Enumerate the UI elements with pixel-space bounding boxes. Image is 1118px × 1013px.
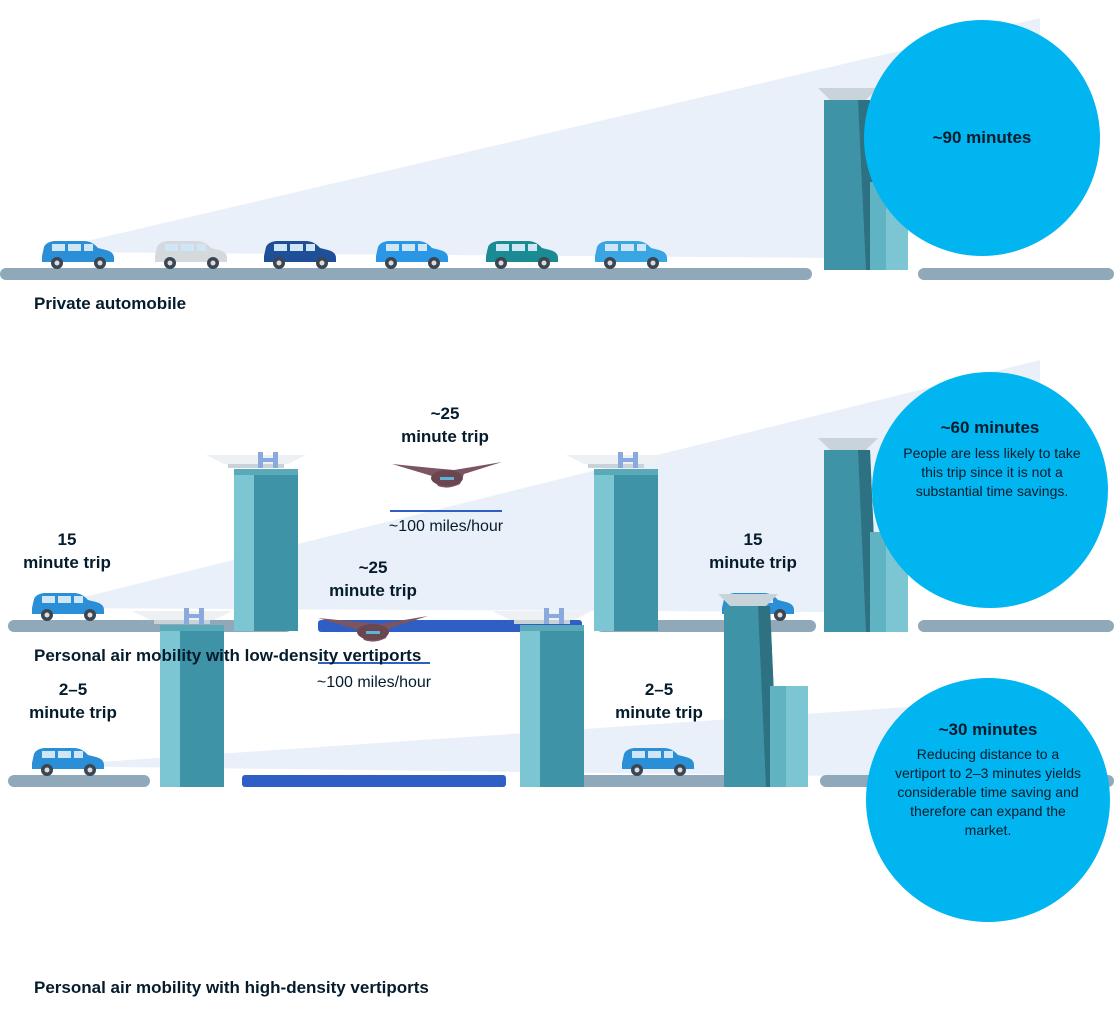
row2-road-3 bbox=[918, 620, 1114, 632]
row2-last-leg: 15 minute trip bbox=[688, 528, 818, 574]
flight-time-line: ~25 bbox=[358, 558, 388, 577]
row3-bubble-note: Reducing distance to a vertiport to 2–3 … bbox=[895, 746, 1081, 838]
row3-bubble-title: ~30 minutes bbox=[938, 720, 1038, 739]
skyscraper-icon bbox=[718, 594, 808, 787]
row3-speed: ~100 miles/hour bbox=[316, 674, 432, 691]
row2-label: Personal air mobility with low-density v… bbox=[34, 646, 422, 665]
flight-time-line: minute trip bbox=[329, 581, 417, 600]
flight-time-line: ~25 bbox=[430, 404, 460, 423]
row3-flight-time: ~25 minute trip bbox=[308, 556, 438, 602]
flight-time-line: minute trip bbox=[401, 427, 489, 446]
row2-flight-time: ~25 minute trip bbox=[380, 402, 510, 448]
row2-first-leg: 15 minute trip bbox=[2, 528, 132, 574]
row1-road-right bbox=[918, 268, 1114, 280]
evtol-aircraft-icon bbox=[392, 462, 502, 488]
row3-road-1 bbox=[8, 775, 150, 787]
first-leg-line: 15 bbox=[57, 530, 77, 549]
row3-last-leg: 2–5 minute trip bbox=[594, 678, 724, 724]
row3-air-route bbox=[242, 775, 506, 787]
last-leg-line: 15 bbox=[743, 530, 763, 549]
row3-time-bubble bbox=[866, 678, 1110, 922]
last-leg-line: minute trip bbox=[615, 703, 703, 722]
row2-bubble-title: ~60 minutes bbox=[940, 418, 1040, 437]
row2-bubble-note: People are less likely to take this trip… bbox=[903, 445, 1081, 499]
first-leg-line: minute trip bbox=[29, 703, 117, 722]
row2-time-bubble bbox=[872, 372, 1108, 608]
first-leg-line: 2–5 bbox=[58, 680, 88, 699]
last-leg-line: minute trip bbox=[709, 553, 797, 572]
row2-speed: ~100 miles/hour bbox=[388, 518, 504, 535]
first-leg-line: minute trip bbox=[23, 553, 111, 572]
row3-first-leg: 2–5 minute trip bbox=[8, 678, 138, 724]
row3-label: Personal air mobility with high-density … bbox=[34, 978, 429, 997]
car-icon bbox=[32, 748, 104, 776]
row1-label: Private automobile bbox=[34, 294, 187, 313]
row1-cone bbox=[40, 18, 1040, 258]
row1-road-left bbox=[0, 268, 812, 280]
last-leg-line: 2–5 bbox=[644, 680, 674, 699]
row1-bubble-title: ~90 minutes bbox=[932, 128, 1032, 147]
row1-time-bubble bbox=[864, 20, 1100, 256]
